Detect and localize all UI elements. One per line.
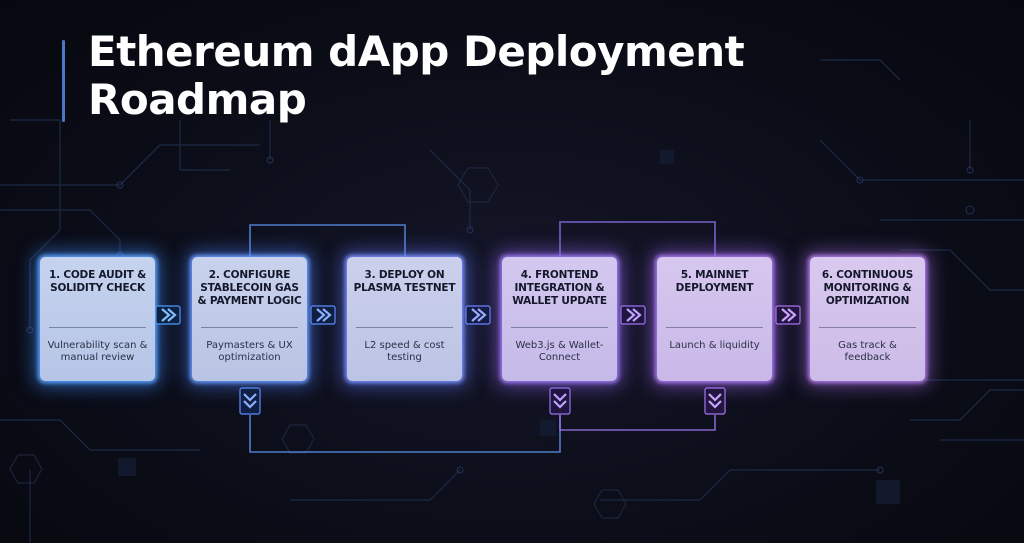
step-divider <box>201 327 298 328</box>
step-description: Gas track & feedback <box>838 340 897 363</box>
step-title: 6. CONTINUOUS MONITORING & OPTIMIZATION <box>821 269 914 307</box>
step-card-3: 3. DEPLOY ON PLASMA TESTNET L2 speed & c… <box>347 257 462 381</box>
step-divider <box>666 327 763 328</box>
step-card-2: 2. CONFIGURE STABLECOIN GAS & PAYMENT LO… <box>192 257 307 381</box>
step-title: 2. CONFIGURE STABLECOIN GAS & PAYMENT LO… <box>197 269 302 307</box>
step-title: 1. CODE AUDIT & SOLIDITY CHECK <box>48 269 147 294</box>
step-divider <box>356 327 453 328</box>
step-description: Web3.js & Wallet-Connect <box>515 340 604 363</box>
title-accent-bar <box>62 40 65 122</box>
step-divider <box>49 327 146 328</box>
step-title: 4. FRONTEND INTEGRATION & WALLET UPDATE <box>512 269 607 307</box>
step-title: 5. MAINNET DEPLOYMENT <box>675 269 754 294</box>
step-description: L2 speed & cost testing <box>364 340 445 363</box>
step-card-5: 5. MAINNET DEPLOYMENT Launch & liquidity <box>657 257 772 381</box>
step-divider <box>511 327 608 328</box>
page-title: Ethereum dApp Deployment Roadmap <box>88 27 745 124</box>
step-description: Vulnerability scan & manual review <box>47 340 148 363</box>
step-description: Launch & liquidity <box>669 340 760 351</box>
step-divider <box>819 327 916 328</box>
step-description: Paymasters & UX optimization <box>206 340 293 363</box>
step-title: 3. DEPLOY ON PLASMA TESTNET <box>353 269 456 294</box>
step-card-1: 1. CODE AUDIT & SOLIDITY CHECK Vulnerabi… <box>40 257 155 381</box>
step-card-6: 6. CONTINUOUS MONITORING & OPTIMIZATION … <box>810 257 925 381</box>
step-card-4: 4. FRONTEND INTEGRATION & WALLET UPDATE … <box>502 257 617 381</box>
